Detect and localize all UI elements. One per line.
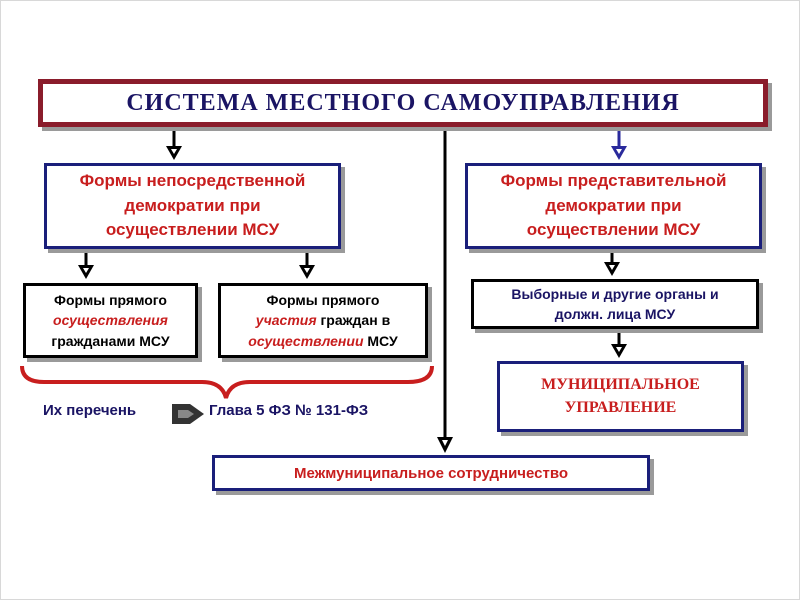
grouping-brace — [20, 365, 434, 399]
participation-forms-box: Формы прямого участия граждан в осуществ… — [218, 283, 428, 358]
direct-forms-line3: гражданами МСУ — [51, 332, 170, 349]
title-box: СИСТЕМА МЕСТНОГО САМОУПРАВЛЕНИЯ — [38, 79, 768, 127]
diagram-title: СИСТЕМА МЕСТНОГО САМОУПРАВЛЕНИЯ — [126, 89, 680, 116]
municipal-management-box: МУНИЦИПАЛЬНОЕ УПРАВЛЕНИЕ — [497, 361, 744, 432]
direct-forms-line2: осуществления — [53, 312, 168, 329]
arrow-title-to-intermunicipal — [437, 127, 453, 453]
participation-line3-italic: осуществлении — [248, 332, 364, 349]
intermunicipal-box: Межмуниципальное сотрудничество — [212, 455, 650, 491]
representative-democracy-line1: Формы представительной — [500, 171, 727, 191]
arrow-title-to-representative — [611, 127, 627, 160]
participation-line2: участия граждан в — [248, 310, 397, 330]
participation-line3-rest: МСУ — [367, 332, 398, 349]
direct-democracy-line2: демократии при — [124, 195, 261, 215]
participation-line1: Формы прямого — [266, 292, 380, 309]
representative-democracy-line3: осуществлении МСУ — [526, 220, 701, 240]
municipal-line2: УПРАВЛЕНИЕ — [564, 398, 677, 416]
representative-democracy-box: Формы представительной демократии при ос… — [465, 163, 762, 249]
direct-democracy-line3: осуществлении МСУ — [105, 220, 280, 240]
elected-bodies-box: Выборные и другие органы и должн. лица М… — [471, 279, 759, 329]
arrow-direct-to-participation — [299, 249, 315, 279]
intermunicipal-label: Межмуниципальное сотрудничество — [293, 464, 569, 482]
elected-line1: Выборные и другие органы и — [511, 285, 719, 302]
direct-democracy-line1: Формы непосредственной — [79, 171, 306, 191]
representative-democracy-line2: демократии при — [545, 195, 682, 215]
arrow-direct-to-forms — [78, 249, 94, 279]
list-label: Их перечень — [43, 402, 137, 419]
direct-forms-line1: Формы прямого — [54, 292, 167, 309]
pointer-arrow-icon — [172, 404, 204, 424]
arrow-elected-to-municipal — [611, 331, 627, 358]
arrow-title-to-direct — [166, 127, 182, 160]
elected-line2: должн. лица МСУ — [554, 306, 676, 322]
arrow-representative-to-elected — [604, 249, 620, 276]
chapter-label: Глава 5 ФЗ № 131-ФЗ — [209, 402, 369, 419]
participation-line2-rest: граждан в — [320, 312, 391, 329]
participation-line3: осуществлении МСУ — [248, 331, 397, 351]
municipal-line1: МУНИЦИПАЛЬНОЕ — [541, 376, 700, 394]
direct-democracy-box: Формы непосредственной демократии при ос… — [44, 163, 341, 249]
participation-line2-italic: участия — [255, 312, 317, 329]
direct-forms-box: Формы прямого осуществления гражданами М… — [23, 283, 198, 358]
